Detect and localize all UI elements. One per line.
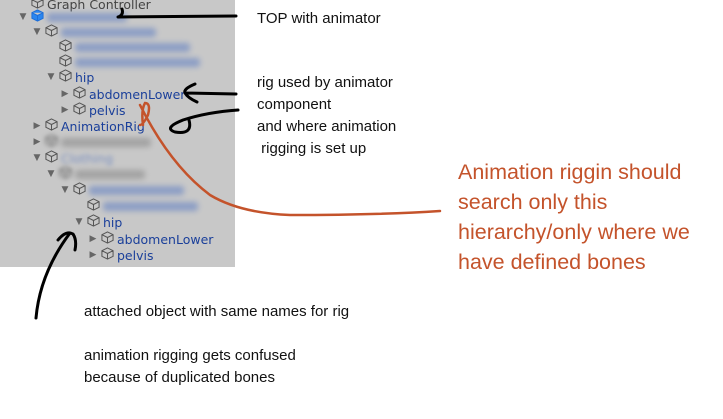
expanded-arrow-icon[interactable]: ▼ — [47, 169, 55, 179]
arrow-bottom — [34, 231, 78, 320]
expanded-arrow-icon[interactable]: ▼ — [47, 72, 55, 82]
row-label: abdomenLower — [89, 86, 186, 102]
gameobject-icon — [42, 24, 61, 40]
hierarchy-row[interactable]: ▼ hip — [74, 214, 122, 230]
gameobject-icon — [70, 182, 89, 198]
hierarchy-row[interactable]: ▼ — [60, 182, 184, 198]
row-label: hip — [75, 69, 95, 85]
row-label: Clothing — [61, 150, 114, 166]
gameobject-icon — [98, 247, 117, 263]
expanded-arrow-icon[interactable]: ▼ — [75, 217, 83, 227]
row-label: abdomenLower — [117, 231, 214, 247]
hierarchy-row[interactable]: ▶ — [32, 134, 151, 150]
note-confused: animation rigging gets confused because … — [84, 347, 296, 386]
blurred-label — [75, 42, 190, 52]
row-label: pelvis — [117, 247, 154, 263]
gameobject-icon — [84, 214, 103, 230]
blurred-label — [75, 57, 200, 67]
blurred-label — [47, 12, 127, 22]
note-rig: rig used by animator component and where… — [257, 74, 397, 157]
hierarchy-row[interactable]: ▶ abdomenLower — [88, 231, 213, 247]
arrow-top — [116, 7, 238, 19]
row-label: hip — [103, 214, 123, 230]
arrow-rig-loop — [169, 108, 240, 134]
hierarchy-row[interactable]: ▶ pelvis — [88, 247, 153, 263]
gameobject-icon — [70, 86, 89, 102]
blurred-label — [61, 27, 156, 37]
collapsed-arrow-icon[interactable]: ▶ — [61, 105, 69, 115]
note-top: TOP with animator — [257, 10, 381, 27]
row-label: pelvis — [89, 102, 126, 118]
hierarchy-panel: Graph Controller ▼ ▼ ▼ hip ▶ abdomenLower ▶ pel… — [0, 0, 235, 267]
collapsed-arrow-icon[interactable]: ▶ — [33, 121, 41, 131]
note-attached: attached object with same names for rig — [84, 303, 350, 320]
hierarchy-row[interactable]: ▶ AnimationRig — [32, 118, 145, 134]
hierarchy-row[interactable]: ▼ — [32, 24, 156, 40]
row-label: AnimationRig — [61, 118, 145, 134]
blurred-label — [103, 201, 198, 211]
hierarchy-row[interactable]: ▼ — [18, 9, 127, 25]
gameobject-icon — [42, 118, 61, 134]
graph-controller-row[interactable]: Graph Controller — [28, 0, 151, 12]
gameobject-icon — [42, 150, 61, 166]
collapsed-arrow-icon[interactable]: ▶ — [89, 234, 97, 244]
hierarchy-row[interactable] — [46, 54, 200, 70]
expanded-arrow-icon[interactable]: ▼ — [33, 153, 41, 163]
gameobject-icon — [70, 102, 89, 118]
gameobject-icon — [28, 9, 47, 25]
gameobject-icon — [56, 39, 75, 55]
expanded-arrow-icon[interactable]: ▼ — [19, 12, 27, 22]
expanded-arrow-icon[interactable]: ▼ — [61, 185, 69, 195]
blurred-label — [75, 169, 145, 179]
gameobject-icon — [56, 69, 75, 85]
gameobject-icon — [56, 166, 75, 182]
hierarchy-row[interactable]: ▼ hip — [46, 69, 94, 85]
collapsed-arrow-icon[interactable]: ▶ — [89, 250, 97, 260]
blurred-label — [61, 137, 151, 147]
gameobject-icon — [28, 0, 47, 12]
hierarchy-row[interactable]: ▶ abdomenLower — [60, 86, 185, 102]
gameobject-icon — [56, 54, 75, 70]
gameobject-icon — [42, 134, 61, 150]
blurred-label — [89, 185, 184, 195]
gameobject-icon — [84, 198, 103, 214]
expanded-arrow-icon[interactable]: ▼ — [33, 27, 41, 37]
hierarchy-row[interactable]: ▶ pelvis — [60, 102, 125, 118]
collapsed-arrow-icon[interactable]: ▶ — [33, 137, 41, 147]
graph-controller-label: Graph Controller — [47, 0, 151, 12]
hierarchy-row[interactable]: ▼ — [46, 166, 145, 182]
collapsed-arrow-icon[interactable]: ▶ — [61, 89, 69, 99]
note-red: Animation riggin should search only this… — [458, 160, 690, 274]
gameobject-icon — [98, 231, 117, 247]
arrow-rig — [183, 82, 238, 104]
arrow-red — [138, 101, 442, 217]
hierarchy-row[interactable]: ▼ Clothing — [32, 150, 113, 166]
hierarchy-row[interactable] — [74, 198, 198, 214]
hierarchy-row[interactable] — [46, 39, 190, 55]
